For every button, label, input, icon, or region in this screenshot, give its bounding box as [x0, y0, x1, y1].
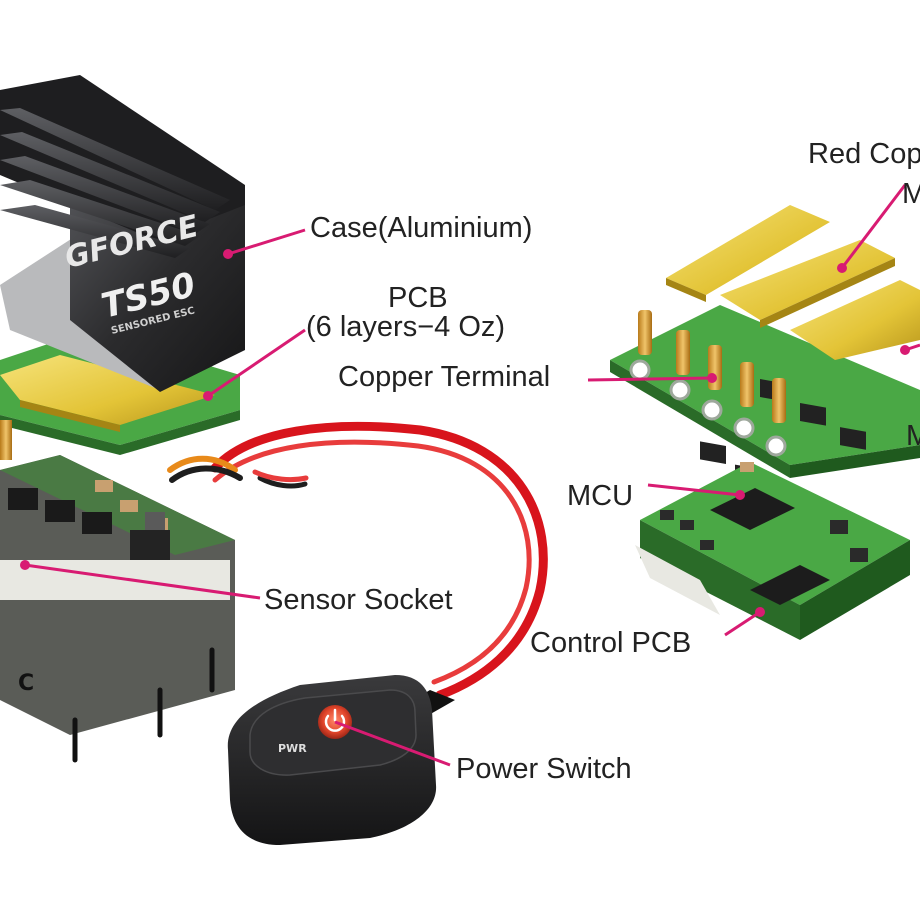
label-power-switch: Power Switch — [456, 753, 632, 785]
leader-dots — [20, 249, 910, 617]
label-control-pcb: Control PCB — [530, 627, 692, 659]
copper-terminal-board — [610, 205, 920, 511]
label-right-edge-m2: M — [906, 420, 920, 452]
label-mcu: MCU — [567, 480, 634, 512]
svg-text:C: C — [18, 671, 34, 696]
label-red-copper: Red Copper — [808, 138, 920, 170]
power-switch-cable — [167, 421, 548, 700]
label-sensor-socket: Sensor Socket — [264, 584, 453, 616]
switch-label-text: PWR — [278, 742, 307, 755]
label-pcb-line1: PCB — [388, 282, 448, 314]
aluminium-case: GFORCE TS50 SENSORED ESC — [0, 75, 245, 392]
control-pcb-board — [635, 462, 910, 640]
power-switch-unit: PWR — [227, 675, 455, 845]
leader-lines — [24, 184, 920, 767]
esc-lower-housing: C — [0, 455, 235, 763]
mcu-chip — [710, 488, 795, 530]
label-copper-terminal: Copper Terminal — [338, 361, 551, 393]
label-pcb-line2: (6 layers−4 Oz) — [306, 311, 506, 343]
label-case: Case(Aluminium) — [310, 212, 533, 244]
label-right-edge-m1: M — [902, 178, 920, 210]
